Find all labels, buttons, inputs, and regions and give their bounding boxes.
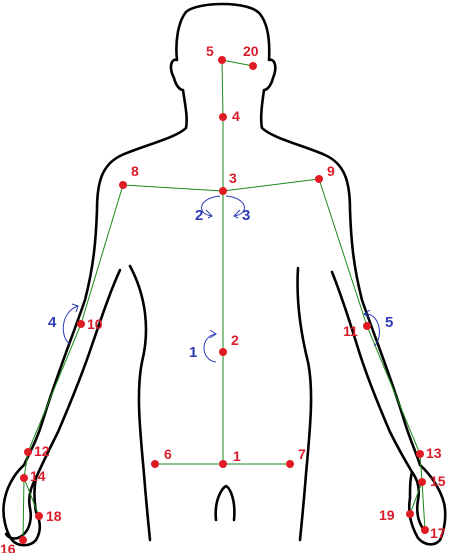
rotation-label-3: 3 <box>242 207 250 224</box>
rotation-label-4: 4 <box>48 314 57 331</box>
bone-11-13 <box>366 325 421 455</box>
joint-dot-8 <box>119 181 127 189</box>
joint-label-4: 4 <box>232 108 240 124</box>
joint-label-13: 13 <box>426 445 442 461</box>
joint-label-17: 17 <box>430 525 446 541</box>
body-outline-right-torso <box>296 266 313 542</box>
rotation-label-1: 1 <box>189 344 197 361</box>
rotation-arrowhead-2 <box>205 209 213 219</box>
body-outline-left-side <box>2 10 188 547</box>
joint-label-14: 14 <box>30 468 46 484</box>
rotation-arc-3 <box>225 195 245 217</box>
bone-8-10 <box>80 184 124 325</box>
crotch-outline <box>214 484 236 522</box>
body-outline-left-torso <box>128 264 152 542</box>
bone-10-12 <box>27 323 82 453</box>
bone-14-16 <box>22 477 25 541</box>
joint-dot-18 <box>35 512 43 520</box>
joint-label-1: 1 <box>233 448 241 464</box>
rotation-arrowhead-1 <box>209 329 217 339</box>
bone-14-18 <box>23 477 40 517</box>
rotation-arc-5 <box>363 313 380 347</box>
joint-label-9: 9 <box>327 163 335 179</box>
joint-label-18: 18 <box>46 508 62 524</box>
joint-dot-11 <box>363 322 371 330</box>
joint-label-19: 19 <box>379 507 395 523</box>
joint-dot-10 <box>77 320 85 328</box>
joint-dot-17 <box>421 526 429 534</box>
bone-13-15 <box>419 453 423 483</box>
joint-label-8: 8 <box>131 163 139 179</box>
joint-dot-3 <box>219 187 227 195</box>
joint-dot-5 <box>218 56 226 64</box>
rotation-arrowhead-4 <box>71 303 79 313</box>
bone-12-14 <box>23 451 29 479</box>
joint-dot-9 <box>315 175 323 183</box>
joint-dot-6 <box>151 460 159 468</box>
joint-label-5: 5 <box>206 43 214 59</box>
rotation-arc-2 <box>201 195 221 217</box>
joint-label-2: 2 <box>231 332 239 348</box>
left-hand-outline <box>4 476 38 540</box>
joint-dot-1 <box>219 460 227 468</box>
joint-label-15: 15 <box>430 473 446 489</box>
rotation-arc-1 <box>203 333 217 363</box>
joint-label-6: 6 <box>164 446 172 462</box>
bone-15-19 <box>409 481 423 515</box>
joint-label-7: 7 <box>298 446 306 462</box>
joint-dot-13 <box>416 450 424 458</box>
bone-3-8 <box>122 184 224 192</box>
joint-label-10: 10 <box>87 316 103 332</box>
bone-3-9 <box>222 178 320 192</box>
joint-label-20: 20 <box>243 43 259 59</box>
joint-dot-16 <box>19 536 27 544</box>
rotation-arrowhead-3 <box>233 209 241 219</box>
joint-label-16: 16 <box>0 541 16 553</box>
joint-dot-20 <box>249 62 257 70</box>
joint-dot-7 <box>286 460 294 468</box>
bone-15-17 <box>421 481 426 531</box>
joint-label-11: 11 <box>343 323 358 339</box>
joint-label-12: 12 <box>34 443 50 459</box>
rotation-arc-4 <box>62 305 79 345</box>
bone-5-20 <box>221 59 254 67</box>
joint-dot-2 <box>219 348 227 356</box>
rotation-markers: 1 2 3 4 5 <box>48 195 393 363</box>
rotation-arrowhead-5 <box>363 309 371 319</box>
joint-dot-4 <box>219 113 227 121</box>
joint-dot-12 <box>24 448 32 456</box>
joint-label-3: 3 <box>229 170 237 186</box>
rotation-label-2: 2 <box>195 207 203 224</box>
joint-dot-19 <box>406 510 414 518</box>
rotation-label-5: 5 <box>385 314 393 331</box>
joint-dot-15 <box>418 478 426 486</box>
bone-4-5 <box>221 59 224 118</box>
bone-9-11 <box>318 178 368 327</box>
right-hand-outline <box>410 470 426 532</box>
skeleton-bones <box>22 59 426 541</box>
joint-dot-14 <box>20 474 28 482</box>
